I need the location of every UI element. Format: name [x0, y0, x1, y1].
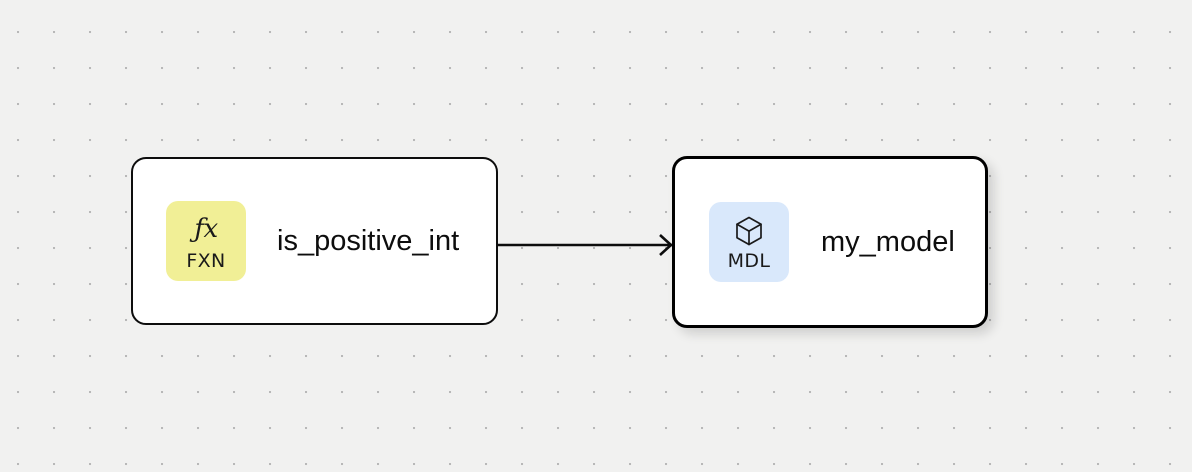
node-title: my_model — [821, 225, 955, 258]
node-type-caption: MDL — [727, 249, 771, 272]
node-is-positive-int[interactable]: ƒx FXN is_positive_int — [131, 157, 498, 325]
edge-fxn-to-mdl[interactable] — [498, 234, 673, 256]
node-title: is_positive_int — [277, 224, 460, 257]
edge-arrowhead-icon — [659, 234, 673, 256]
node-type-badge-mdl: MDL — [709, 202, 789, 282]
function-fx-icon: ƒx — [194, 213, 218, 244]
node-type-badge-fxn: ƒx FXN — [166, 201, 246, 281]
node-type-caption: FXN — [186, 249, 226, 272]
node-my-model[interactable]: MDL my_model — [672, 156, 988, 328]
cube-box-icon — [734, 214, 764, 248]
